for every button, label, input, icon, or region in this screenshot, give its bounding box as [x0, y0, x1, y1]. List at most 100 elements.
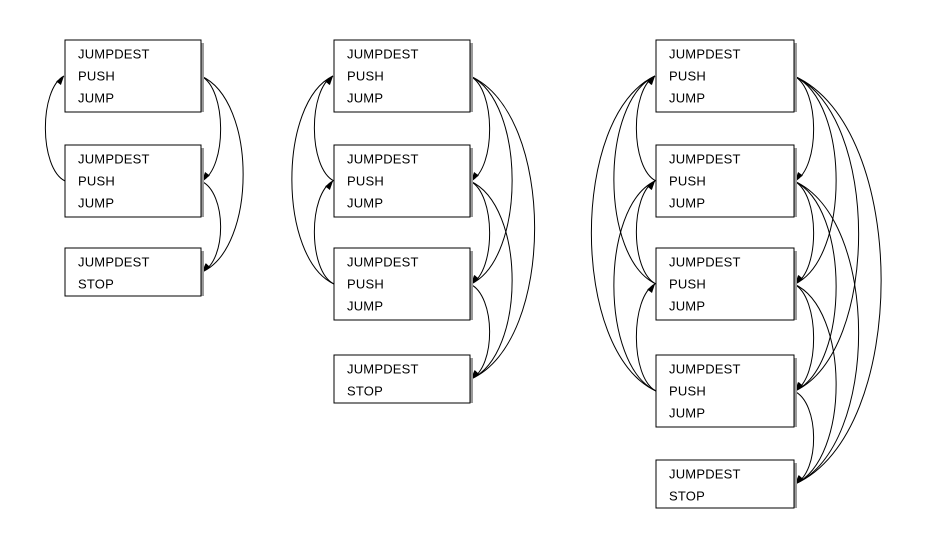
node-box[interactable] [655, 39, 795, 113]
cluster-3-forward-edge-0-to-2 [793, 75, 837, 285]
opcode-line: JUMPDEST [78, 254, 150, 269]
opcode-line: PUSH [669, 276, 706, 291]
opcode-line: PUSH [669, 173, 706, 188]
opcode-line: PUSH [347, 68, 384, 83]
opcode-line: JUMP [669, 298, 705, 313]
cluster-1-forward-edge-1-to-2-arrowhead [202, 263, 211, 272]
opcode-line: JUMP [669, 405, 705, 420]
cluster-2-forward-edge-1-to-2 [469, 180, 491, 285]
node-box[interactable] [655, 247, 795, 321]
node-box[interactable] [333, 354, 471, 404]
node-box[interactable] [64, 247, 202, 297]
opcode-line: JUMP [347, 298, 383, 313]
opcode-line: JUMP [669, 90, 705, 105]
node-c3-n2[interactable]: JUMPDEST PUSH JUMP [655, 144, 797, 218]
node-box[interactable] [333, 39, 471, 113]
opcode-line: JUMP [669, 195, 705, 210]
edges-layer [44, 75, 882, 485]
cluster-2-edges [291, 75, 535, 380]
cluster-2-back-edge-2-to-0 [291, 75, 335, 285]
opcode-line: JUMPDEST [669, 151, 741, 166]
opcode-line: JUMPDEST [78, 46, 150, 61]
cluster-2-forward-edge-2-to-3 [469, 283, 491, 380]
node-box[interactable] [64, 39, 202, 113]
opcode-line: JUMP [78, 90, 114, 105]
opcode-line: PUSH [669, 68, 706, 83]
node-box[interactable] [655, 459, 795, 509]
cluster-3-forward-edge-2-to-4 [793, 283, 837, 485]
cluster-3-back-edge-3-to-1 [613, 180, 657, 392]
cluster-3-edges [591, 75, 882, 485]
opcode-line: PUSH [347, 276, 384, 291]
cluster-3-back-edge-1-to-0 [635, 75, 657, 182]
node-c1-n3[interactable]: JUMPDEST STOP [64, 247, 204, 297]
cluster-1-back-edge-1-to-0-arrowhead [56, 76, 64, 85]
opcode-line: PUSH [669, 383, 706, 398]
opcode-line: JUMP [347, 90, 383, 105]
cluster-2-forward-edge-0-to-1 [469, 75, 491, 182]
opcode-line: JUMPDEST [669, 361, 741, 376]
node-box[interactable] [64, 144, 202, 218]
opcode-line: JUMP [347, 195, 383, 210]
opcode-line: PUSH [78, 173, 115, 188]
cluster-3-forward-edge-0-to-1 [793, 75, 815, 182]
cluster-3-back-edge-3-to-0 [591, 75, 657, 392]
cluster-3-forward-edge-1-to-3 [793, 180, 837, 392]
cluster-1-forward-edge-0-to-2 [200, 75, 244, 273]
cluster-3-forward-edge-0-to-3 [793, 75, 859, 392]
cluster-1-forward-edge-0-to-1 [200, 75, 222, 182]
opcode-line: JUMPDEST [347, 151, 419, 166]
node-c1-n2[interactable]: JUMPDEST PUSH JUMP [64, 144, 204, 218]
node-box[interactable] [333, 144, 471, 218]
cluster-3-back-edge-2-to-1 [635, 180, 657, 285]
cluster-3-back-edge-3-to-0-arrowhead [646, 76, 655, 85]
cluster-1-forward-edge-1-to-2 [200, 180, 222, 273]
node-box[interactable] [655, 144, 795, 218]
opcode-line: JUMPDEST [669, 254, 741, 269]
node-c2-n2[interactable]: JUMPDEST PUSH JUMP [333, 144, 473, 218]
opcode-line: JUMP [78, 195, 114, 210]
node-c3-n1[interactable]: JUMPDEST PUSH JUMP [655, 39, 797, 113]
node-box[interactable] [655, 354, 795, 428]
nodes-layer: JUMPDESTPUSHJUMPJUMPDESTPUSHJUMPJUMPDEST… [64, 39, 797, 509]
cluster-3-back-edge-3-to-2-arrowhead [647, 284, 655, 293]
cluster-2-forward-edge-0-to-3 [469, 75, 535, 380]
cluster-3-back-edge-3-to-2 [635, 283, 657, 392]
cluster-3-forward-edge-0-to-4 [793, 75, 882, 485]
node-c2-n1[interactable]: JUMPDEST PUSH JUMP [333, 39, 473, 113]
node-c2-n3[interactable]: JUMPDEST PUSH JUMP [333, 247, 473, 321]
opcode-line: PUSH [78, 68, 115, 83]
opcode-line: JUMPDEST [347, 46, 419, 61]
cluster-3-forward-edge-3-to-4 [793, 390, 815, 485]
cluster-3-back-edge-2-to-0 [613, 75, 657, 285]
cluster-3-forward-edge-2-to-3 [793, 283, 815, 392]
node-c1-n1[interactable]: JUMPDEST PUSH JUMP [64, 39, 204, 113]
opcode-line: STOP [669, 488, 705, 503]
opcode-line: JUMPDEST [347, 254, 419, 269]
cluster-3-forward-edge-1-to-4 [793, 180, 859, 485]
cluster-3-forward-edge-1-to-2 [793, 180, 815, 285]
cluster-2-back-edge-2-to-1-arrowhead [325, 181, 333, 190]
opcode-line: JUMPDEST [78, 151, 150, 166]
node-c3-n3[interactable]: JUMPDEST PUSH JUMP [655, 247, 797, 321]
opcode-line: PUSH [347, 173, 384, 188]
opcode-line: JUMPDEST [669, 46, 741, 61]
cluster-3-forward-edge-3-to-4-arrowhead [795, 475, 804, 484]
opcode-line: STOP [78, 276, 114, 291]
cluster-2-forward-edge-1-to-3 [469, 180, 513, 380]
node-c3-n5[interactable]: JUMPDEST STOP [655, 459, 797, 509]
cluster-2-back-edge-2-to-1 [313, 180, 335, 285]
node-c3-n4[interactable]: JUMPDEST PUSH JUMP [655, 354, 797, 428]
cluster-2-back-edge-2-to-0-arrowhead [324, 76, 333, 85]
opcode-line: JUMPDEST [347, 361, 419, 376]
cluster-1-back-edge-1-to-0 [44, 75, 66, 182]
opcode-line: JUMPDEST [669, 466, 741, 481]
cluster-2-forward-edge-2-to-3-arrowhead [471, 370, 480, 379]
cluster-3-back-edge-3-to-1-arrowhead [646, 181, 655, 190]
cluster-2-forward-edge-0-to-2 [469, 75, 513, 285]
cluster-2-back-edge-1-to-0 [313, 75, 335, 182]
node-box[interactable] [333, 247, 471, 321]
